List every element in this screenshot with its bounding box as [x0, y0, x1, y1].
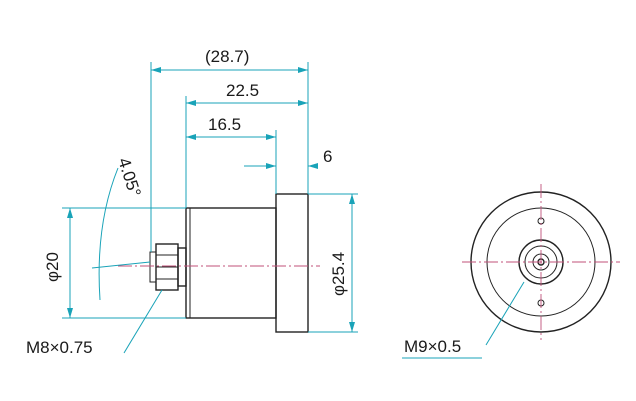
- housing-body: [185, 207, 277, 319]
- front-view: M9×0.5: [402, 184, 620, 359]
- flange: [275, 193, 309, 333]
- front-thread-label: M9×0.5: [404, 337, 461, 356]
- flange-thickness-label: 6: [323, 147, 332, 166]
- housing-length-label: 16.5: [208, 115, 241, 134]
- overall-length-label: (28.7): [205, 47, 249, 66]
- thread-stub: [149, 251, 157, 283]
- leader-side-thread: [123, 289, 163, 354]
- connector-neck: [177, 247, 187, 287]
- side-thread-label: M8×0.75: [26, 338, 93, 357]
- angle-arc: [98, 167, 119, 301]
- chamfer-angle-label: 4.05°: [114, 155, 144, 199]
- flange-diameter-label: φ25.4: [329, 252, 348, 296]
- side-view: [118, 193, 320, 333]
- side-dimensions: (28.7) 22.5 16.5 6 φ20 φ25.4 4: [26, 47, 358, 357]
- body-diameter-label: φ20: [43, 252, 62, 282]
- body-length-label: 22.5: [226, 81, 259, 100]
- leader-front-thread: [485, 281, 525, 346]
- angle-ray: [91, 261, 151, 269]
